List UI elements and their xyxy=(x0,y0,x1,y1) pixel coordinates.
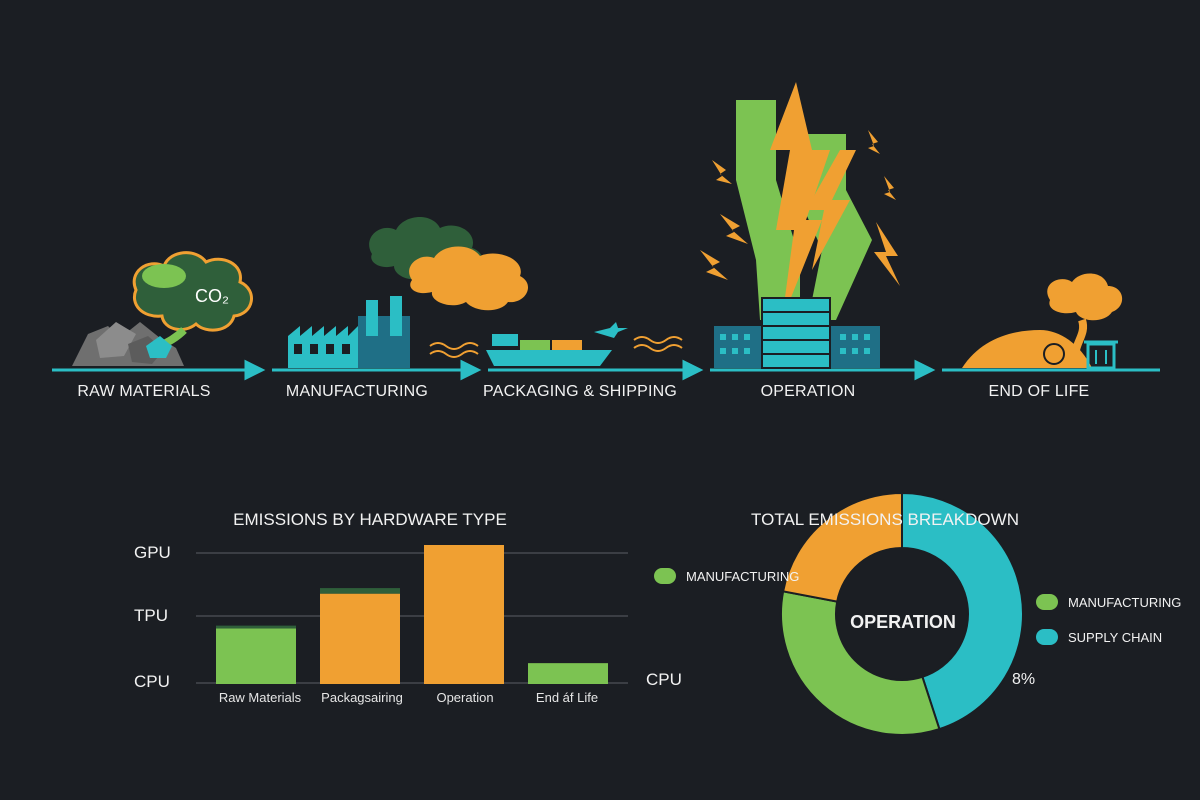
energy-column-icon xyxy=(736,100,800,320)
legend-item-manufacturing-left: MANUFACTURING xyxy=(654,568,799,584)
category-label-raw-materials: Raw Materials xyxy=(218,690,302,705)
legend-swatch-green xyxy=(654,568,676,584)
rock-icon xyxy=(96,322,136,358)
donut-slice-supply-chain xyxy=(901,491,1024,731)
y-tick-label-gpu: GPU xyxy=(134,543,171,562)
spark-icon xyxy=(700,250,728,280)
server-rack-icon xyxy=(761,297,831,369)
chimney-icon xyxy=(366,300,378,336)
factory-roof-icon xyxy=(288,326,358,336)
category-label-end-of-life: End áf Life xyxy=(535,690,599,705)
donut-slice-operation xyxy=(781,491,903,603)
bar-cap xyxy=(320,588,400,594)
spark-icon xyxy=(720,214,748,244)
stage-label-raw-materials: RAW MATERIALS xyxy=(77,383,211,400)
arrow-head-icon xyxy=(460,359,482,381)
factory-block-icon xyxy=(358,316,410,368)
co2-label: CO₂ xyxy=(195,286,229,306)
shipping-illustration xyxy=(429,322,683,366)
raw-materials-illustration: CO₂ xyxy=(72,251,253,366)
stage-label-operation: OPERATION xyxy=(760,383,856,400)
cargo-ship-icon xyxy=(486,350,612,366)
lightning-bolt-icon xyxy=(806,150,856,270)
right-axis-label-cpu: CPU xyxy=(646,670,682,689)
donut-chart-title: TOTAL EMISSIONS BREAKDOWN xyxy=(751,510,1019,529)
y-tick-label-cpu: CPU xyxy=(134,672,170,691)
donut-percent-annotation: 8% xyxy=(1012,671,1036,688)
container-icon xyxy=(520,340,550,350)
lightning-bolt-icon xyxy=(770,82,830,320)
legend-label: SUPPLY CHAIN xyxy=(1068,629,1163,645)
bar-packagsairing xyxy=(320,593,400,684)
bar-end-f-life xyxy=(528,663,608,684)
co2-cloud-icon xyxy=(132,251,253,332)
legend-item-manufacturing-right: MANUFACTURING xyxy=(1036,594,1181,610)
cloud-puff-icon xyxy=(142,264,186,288)
spark-icon xyxy=(884,176,896,200)
airplane-icon xyxy=(594,322,628,338)
stage-label-manufacturing: MANUFACTURING xyxy=(285,383,429,400)
legend-item-supply-chain: SUPPLY CHAIN xyxy=(1036,629,1162,645)
chimney-icon xyxy=(390,296,402,336)
donut-center-label: OPERATION xyxy=(850,612,956,632)
legend-swatch-green xyxy=(1036,594,1058,610)
category-label-operation: Operation xyxy=(436,690,494,705)
end-of-life-illustration xyxy=(962,273,1123,370)
bar-series xyxy=(216,545,608,684)
orange-smoke-cloud-icon xyxy=(409,246,529,311)
donut-slice-manufacturing xyxy=(780,590,941,736)
container-icon xyxy=(492,334,518,346)
smoke-cloud-icon xyxy=(1047,273,1123,321)
arrow-head-icon xyxy=(244,359,266,381)
bar-cap xyxy=(216,625,296,629)
crystal-icon xyxy=(146,336,172,358)
arrow-head-icon xyxy=(682,359,704,381)
arrow-head-icon xyxy=(914,359,936,381)
legend-label: MANUFACTURING xyxy=(686,568,800,584)
legend-label: MANUFACTURING xyxy=(1068,594,1182,610)
spark-icon xyxy=(874,222,900,286)
stage-label-end-of-life: END OF LIFE xyxy=(988,383,1090,400)
trash-bin-icon xyxy=(1086,342,1116,370)
timeline xyxy=(52,359,1160,381)
waste-pile-icon xyxy=(962,330,1092,368)
manufacturing-illustration xyxy=(288,216,529,368)
recycle-icon xyxy=(1043,343,1065,365)
legend-swatch-teal xyxy=(1036,629,1058,645)
category-label-packaging: Packagsairing xyxy=(321,690,403,705)
y-tick-label-tpu: TPU xyxy=(134,606,168,625)
bar-chart-title: EMISSIONS BY HARDWARE TYPE xyxy=(233,510,507,529)
bar-raw-materials xyxy=(216,628,296,684)
operation-illustration xyxy=(700,82,900,369)
spark-icon xyxy=(868,130,880,154)
container-icon xyxy=(552,340,582,350)
bar-operation xyxy=(424,545,504,684)
donut-chart xyxy=(780,491,1024,736)
stage-label-packaging-shipping: PACKAGING & SHIPPING xyxy=(483,383,677,400)
spark-icon xyxy=(712,160,732,184)
